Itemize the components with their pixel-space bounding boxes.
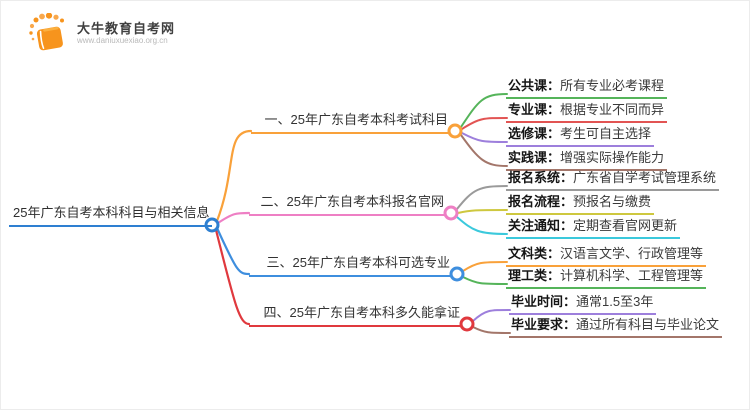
leaf-term: 理工类： — [508, 268, 561, 283]
leaf-term: 实践课： — [508, 150, 561, 165]
leaf-term: 文科类： — [508, 246, 561, 261]
leaf-node: 毕业要求：通过所有科目与毕业论文 — [509, 314, 723, 338]
branch-node-1: 一、25年广东自考本科考试科目 — [251, 109, 448, 134]
leaf-desc: 预报名与缴费 — [573, 194, 652, 209]
edge-b2-leaf3 — [456, 216, 508, 235]
edge-b2-leaf2 — [457, 209, 508, 214]
leaf-node: 实践课：增强实际操作能力 — [506, 147, 668, 171]
leaf-desc: 计算机科学、工程管理等 — [560, 268, 704, 283]
leaf-term: 报名流程： — [508, 194, 574, 209]
branch4-junction-circle — [459, 316, 475, 332]
leaf-term: 关注通知： — [508, 218, 574, 233]
edge-root-branch4 — [214, 228, 251, 326]
leaf-term: 公共课： — [508, 78, 561, 93]
logo-text: 大牛教育自考网 www.daniuxuexiao.org.cn — [77, 21, 175, 46]
logo-title: 大牛教育自考网 — [77, 20, 176, 36]
branch-node-3: 三、25年广东自考本科可选专业 — [249, 252, 450, 277]
leaf-node: 公共课：所有专业必考课程 — [506, 75, 668, 99]
leaf-node: 报名流程：预报名与缴费 — [506, 191, 655, 215]
branch1-junction-circle — [447, 123, 463, 139]
edge-root-branch2 — [216, 211, 251, 225]
leaf-desc: 定期查看官网更新 — [573, 218, 678, 233]
edge-b4-leaf1 — [472, 309, 511, 322]
leaf-desc: 所有专业必考课程 — [560, 78, 665, 93]
leaf-node: 报名系统：广东省自学考试管理系统 — [506, 167, 720, 191]
leaf-node: 毕业时间：通常1.5至3年 — [509, 291, 657, 315]
edge-b3-leaf1 — [462, 261, 508, 272]
leaf-desc: 根据专业不同而异 — [560, 102, 665, 117]
leaf-node: 关注通知：定期查看官网更新 — [506, 215, 681, 239]
leaf-term: 毕业要求： — [511, 317, 577, 332]
leaf-desc: 通常1.5至3年 — [576, 294, 654, 309]
edge-root-branch3 — [215, 226, 251, 276]
leaf-term: 选修课： — [508, 126, 561, 141]
branch3-junction-circle — [449, 266, 465, 282]
edge-b1-leaf1 — [460, 93, 508, 128]
edge-b1-leaf4 — [460, 134, 508, 167]
leaf-term: 毕业时间： — [511, 294, 577, 309]
leaf-term: 报名系统： — [508, 170, 574, 185]
root-node: 25年广东自考本科科目与相关信息 — [9, 202, 212, 227]
leaf-desc: 汉语言文学、行政管理等 — [560, 246, 704, 261]
leaf-node: 理工类：计算机科学、工程管理等 — [506, 265, 707, 289]
logo-url: www.daniuxuexiao.org.cn — [77, 35, 168, 45]
branch-node-4: 四、25年广东自考本科多久能拿证 — [249, 302, 460, 327]
leaf-desc: 考生可自主选择 — [560, 126, 652, 141]
leaf-term: 专业课： — [508, 102, 561, 117]
leaf-desc: 增强实际操作能力 — [560, 150, 665, 165]
edge-b3-leaf2 — [462, 276, 508, 285]
edge-root-branch1 — [215, 129, 253, 223]
book-icon — [29, 13, 64, 51]
branch2-junction-circle — [443, 205, 459, 221]
branch-node-2: 二、25年广东自考本科报名官网 — [249, 191, 444, 216]
edge-b1-leaf3 — [461, 132, 508, 143]
leaf-node: 专业课：根据专业不同而异 — [506, 99, 668, 123]
leaf-node: 文科类：汉语言文学、行政管理等 — [506, 243, 707, 267]
edge-b1-leaf2 — [461, 117, 508, 130]
leaf-desc: 通过所有科目与毕业论文 — [576, 317, 720, 332]
edge-b2-leaf1 — [456, 185, 508, 210]
leaf-desc: 广东省自学考试管理系统 — [573, 170, 717, 185]
leaf-node: 选修课：考生可自主选择 — [506, 123, 655, 147]
edge-b4-leaf2 — [472, 326, 511, 334]
site-logo: 大牛教育自考网 www.daniuxuexiao.org.cn — [27, 13, 175, 53]
